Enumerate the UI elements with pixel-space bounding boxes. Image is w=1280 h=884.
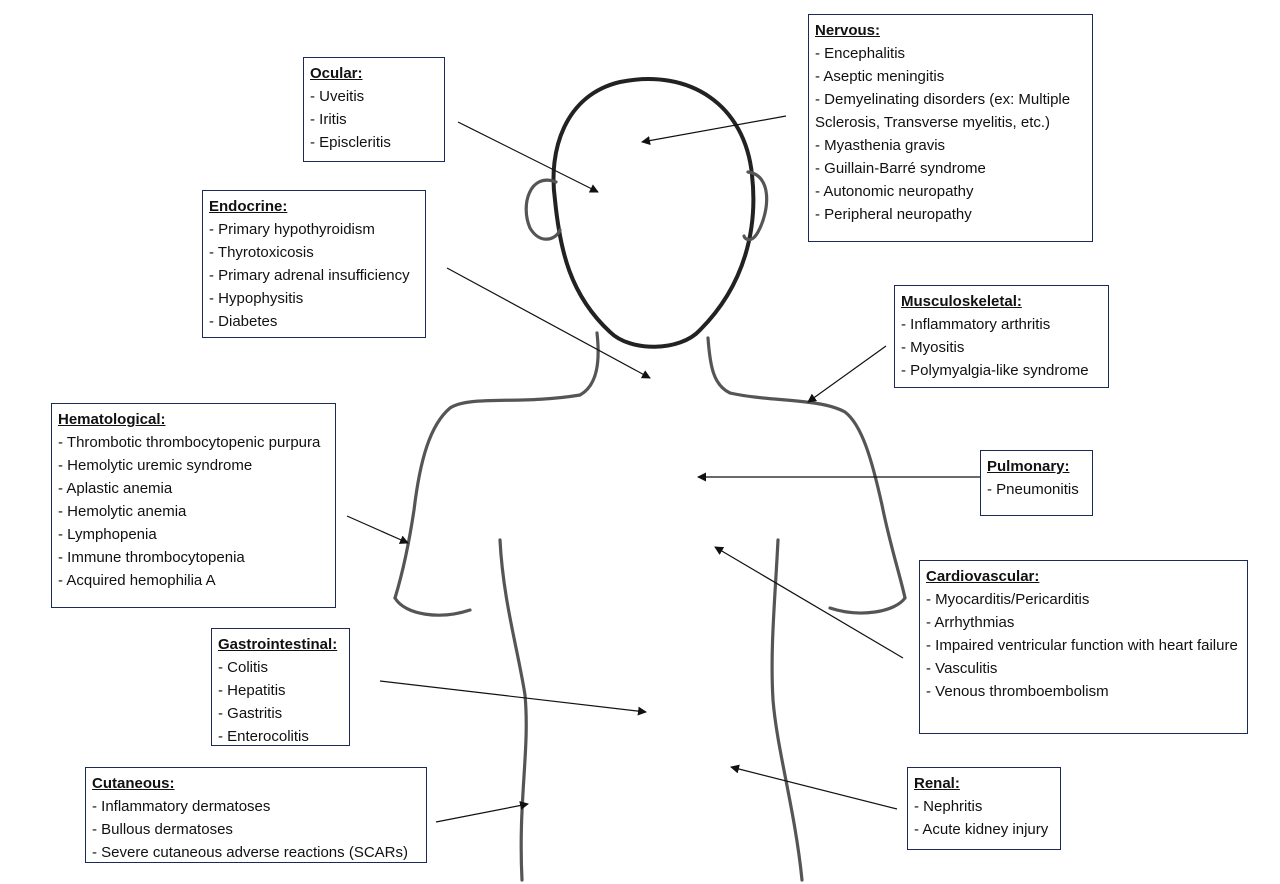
renal-item: Acute kidney injury xyxy=(914,818,1054,841)
renal-title: Renal: xyxy=(914,775,960,792)
cardiovascular-box: Cardiovascular: Myocarditis/Pericarditis… xyxy=(919,560,1248,734)
hematological-title: Hematological: xyxy=(58,411,166,428)
right-hand-outline xyxy=(828,596,907,615)
nervous-item: Peripheral neuropathy xyxy=(815,203,1086,226)
endocrine-item: Primary adrenal insufficiency xyxy=(209,264,419,287)
pulmonary-box: Pulmonary: Pneumonitis xyxy=(980,450,1093,516)
gastrointestinal-item: Gastritis xyxy=(218,702,343,725)
musculoskeletal-title: Musculoskeletal: xyxy=(901,293,1022,310)
arrow-cardiovascular xyxy=(714,546,904,659)
endocrine-item: Thyrotoxicosis xyxy=(209,241,419,264)
arrow-nervous xyxy=(641,115,787,146)
right-shoulder-arm-outline xyxy=(728,391,907,600)
hematological-item: Aplastic anemia xyxy=(58,477,329,500)
endocrine-item: Hypophysitis xyxy=(209,287,419,310)
hematological-box: Hematological: Thrombotic thrombocytopen… xyxy=(51,403,336,608)
left-torso-outline xyxy=(498,538,528,882)
arrow-gastrointestinal xyxy=(379,680,647,716)
gastrointestinal-box: Gastrointestinal: Colitis Hepatitis Gast… xyxy=(211,628,350,746)
hematological-item: Lymphopenia xyxy=(58,523,329,546)
right-neck-outline xyxy=(706,336,732,395)
musculoskeletal-box: Musculoskeletal: Inflammatory arthritis … xyxy=(894,285,1109,388)
head-outline xyxy=(551,77,756,349)
cutaneous-box: Cutaneous: Inflammatory dermatoses Bullo… xyxy=(85,767,427,863)
nervous-item: Encephalitis xyxy=(815,42,1086,65)
nervous-item: Autonomic neuropathy xyxy=(815,180,1086,203)
arrow-cutaneous xyxy=(435,801,529,823)
cardiovascular-item: Venous thromboembolism xyxy=(926,680,1241,703)
nervous-item: Aseptic meningitis xyxy=(815,65,1086,88)
cardiovascular-item: Impaired ventricular function with heart… xyxy=(926,634,1241,657)
gastrointestinal-item: Enterocolitis xyxy=(218,725,343,748)
ocular-item: Iritis xyxy=(310,108,438,131)
musculoskeletal-item: Inflammatory arthritis xyxy=(901,313,1102,336)
hematological-item: Thrombotic thrombocytopenic purpura xyxy=(58,431,329,454)
gastrointestinal-item: Colitis xyxy=(218,656,343,679)
cardiovascular-item: Arrhythmias xyxy=(926,611,1241,634)
ocular-item: Uveitis xyxy=(310,85,438,108)
ocular-item: Episcleritis xyxy=(310,131,438,154)
hematological-item: Immune thrombocytopenia xyxy=(58,546,329,569)
nervous-item: Myasthenia gravis xyxy=(815,134,1086,157)
endocrine-title: Endocrine: xyxy=(209,198,288,215)
arrow-ocular xyxy=(457,121,599,193)
nervous-item: Guillain-Barré syndrome xyxy=(815,157,1086,180)
hematological-item: Hemolytic anemia xyxy=(58,500,329,523)
cutaneous-item: Inflammatory dermatoses xyxy=(92,795,420,818)
renal-box: Renal: Nephritis Acute kidney injury xyxy=(907,767,1061,850)
nervous-box: Nervous: Encephalitis Aseptic meningitis… xyxy=(808,14,1093,242)
cardiovascular-item: Myocarditis/Pericarditis xyxy=(926,588,1241,611)
cutaneous-title: Cutaneous: xyxy=(92,775,175,792)
gastrointestinal-item: Hepatitis xyxy=(218,679,343,702)
left-ear-outline xyxy=(524,178,562,241)
ocular-title: Ocular: xyxy=(310,65,363,82)
arrow-hematological xyxy=(346,515,409,544)
pulmonary-item: Pneumonitis xyxy=(987,478,1086,501)
endocrine-item: Primary hypothyroidism xyxy=(209,218,419,241)
left-shoulder-arm-outline xyxy=(393,393,582,600)
arrow-renal xyxy=(730,764,898,810)
left-neck-outline xyxy=(578,331,600,397)
hematological-item: Acquired hemophilia A xyxy=(58,569,329,592)
left-hand-outline xyxy=(393,596,472,617)
nervous-item: Demyelinating disorders (ex: Multiple xyxy=(815,88,1086,111)
right-torso-outline xyxy=(770,538,804,882)
right-ear-outline xyxy=(742,170,769,242)
nervous-item-continued: Sclerosis, Transverse myelitis, etc.) xyxy=(815,114,1051,131)
musculoskeletal-item: Polymyalgia-like syndrome xyxy=(901,359,1102,382)
nervous-title: Nervous: xyxy=(815,22,881,39)
arrow-musculoskeletal xyxy=(807,345,887,403)
hematological-item: Hemolytic uremic syndrome xyxy=(58,454,329,477)
renal-item: Nephritis xyxy=(914,795,1054,818)
cutaneous-item: Bullous dermatoses xyxy=(92,818,420,841)
musculoskeletal-item: Myositis xyxy=(901,336,1102,359)
pulmonary-title: Pulmonary: xyxy=(987,458,1070,475)
ocular-box: Ocular: Uveitis Iritis Episcleritis xyxy=(303,57,445,162)
cardiovascular-item: Vasculitis xyxy=(926,657,1241,680)
arrow-endocrine xyxy=(446,267,651,379)
gastrointestinal-title: Gastrointestinal: xyxy=(218,636,338,653)
cardiovascular-title: Cardiovascular: xyxy=(926,568,1040,585)
endocrine-box: Endocrine: Primary hypothyroidism Thyrot… xyxy=(202,190,426,338)
endocrine-item: Diabetes xyxy=(209,310,419,333)
cutaneous-item: Severe cutaneous adverse reactions (SCAR… xyxy=(92,841,420,864)
